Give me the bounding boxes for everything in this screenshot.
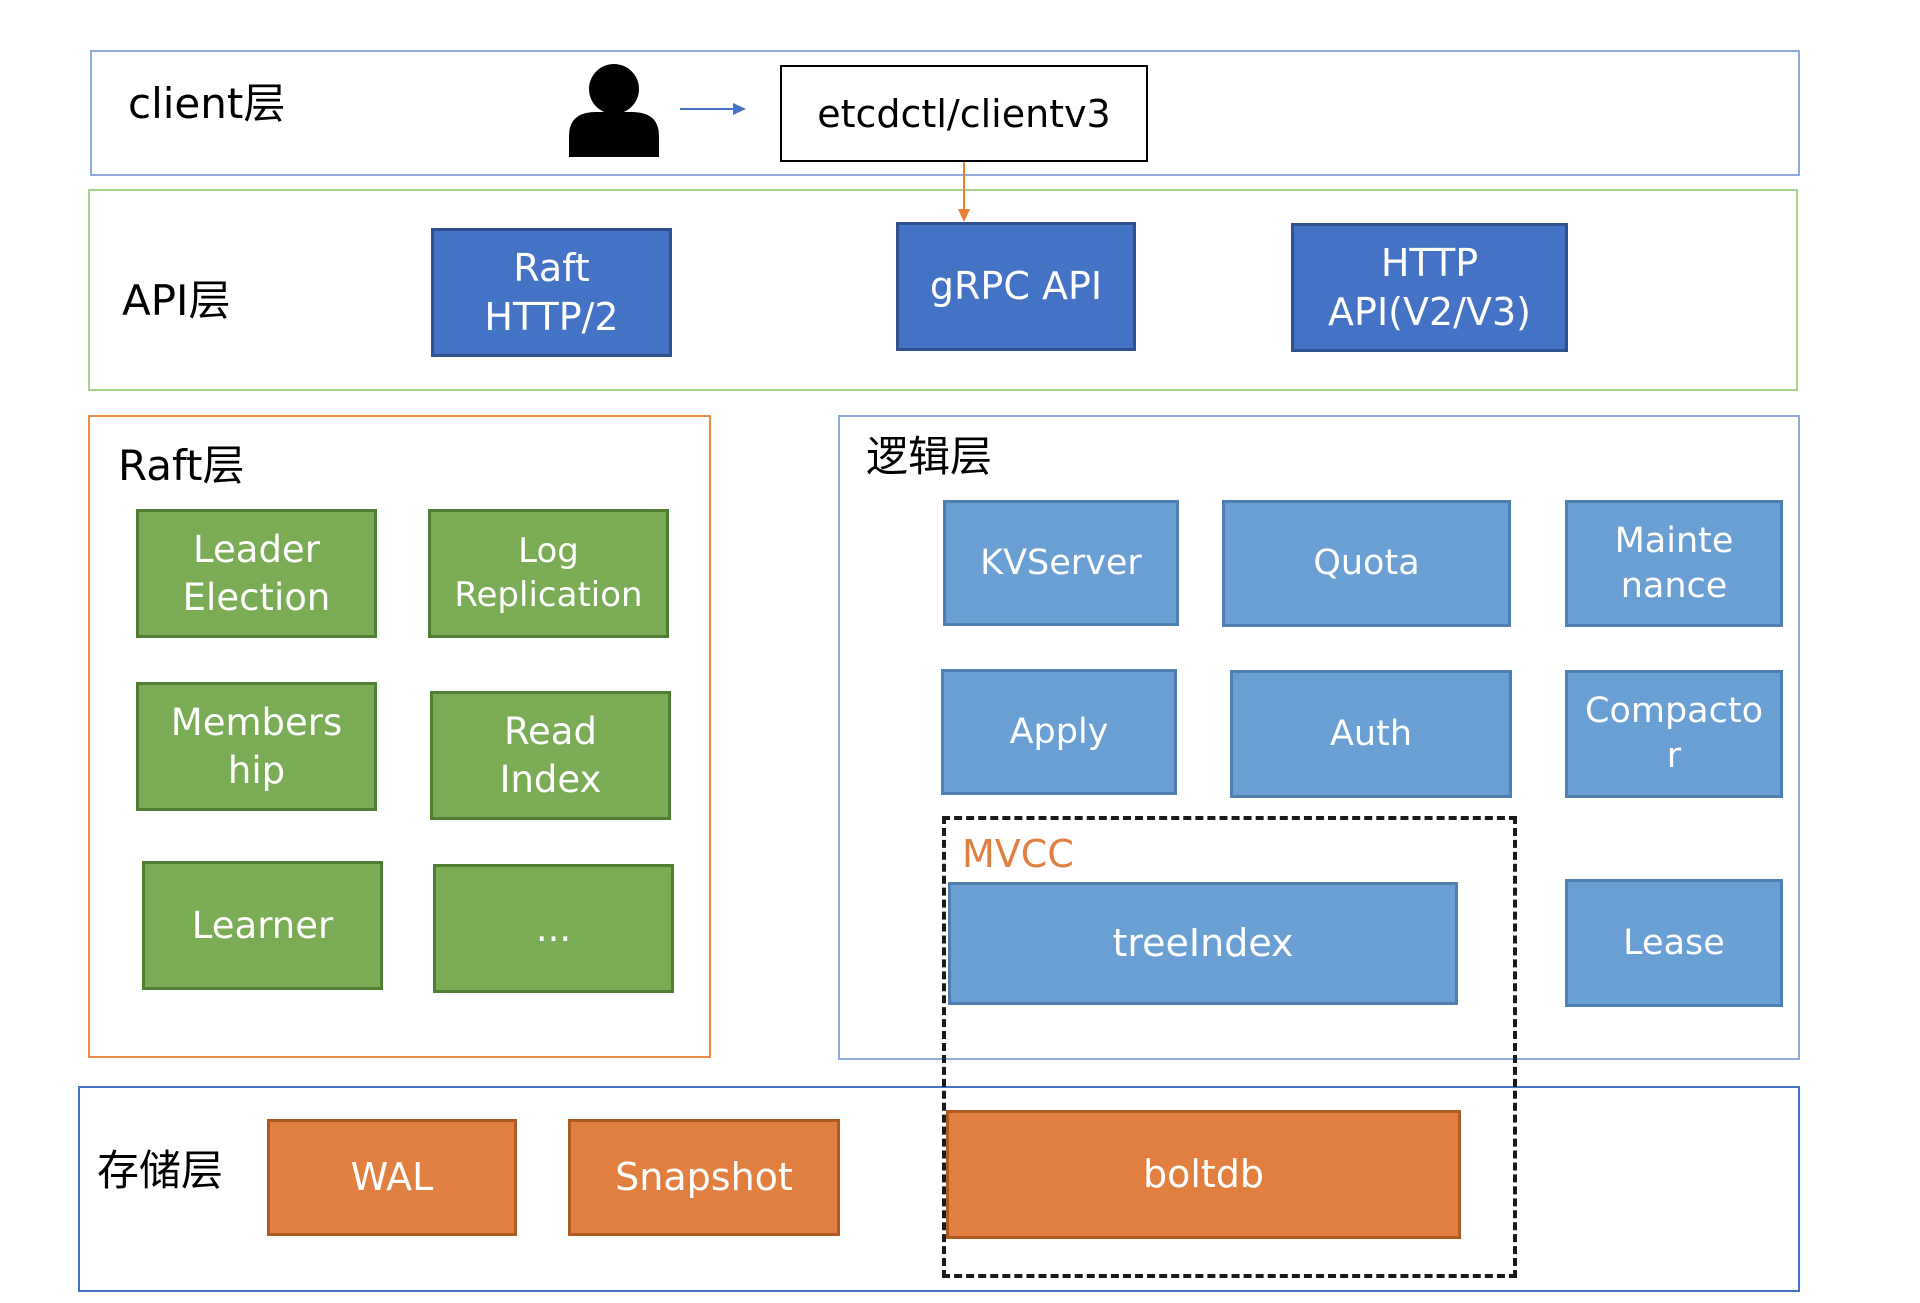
apply-box: Apply bbox=[941, 669, 1177, 795]
boltdb-box: boltdb bbox=[946, 1110, 1461, 1239]
log-replication-box: Log Replication bbox=[428, 509, 669, 638]
storage-layer-label: 存储层 bbox=[97, 1146, 224, 1195]
leader-election-box: Leader Election bbox=[136, 509, 377, 638]
compactor-box: Compacto r bbox=[1565, 670, 1783, 798]
membership-box: Members hip bbox=[136, 682, 377, 811]
api-layer-label: API层 bbox=[122, 276, 231, 325]
auth-box: Auth bbox=[1230, 670, 1512, 798]
http-api-box: HTTP API(V2/V3) bbox=[1291, 223, 1568, 352]
quota-box: Quota bbox=[1222, 500, 1511, 627]
wal-box: WAL bbox=[267, 1119, 517, 1236]
logic-layer-label: 逻辑层 bbox=[866, 432, 993, 481]
raft-http2-box: Raft HTTP/2 bbox=[431, 228, 672, 357]
kvserver-box: KVServer bbox=[943, 500, 1179, 626]
grpc-api-box: gRPC API bbox=[896, 222, 1136, 351]
learner-box: Learner bbox=[142, 861, 383, 990]
read-index-box: Read Index bbox=[430, 691, 671, 820]
client-tool-box: etcdctl/clientv3 bbox=[780, 65, 1148, 162]
maintenance-box: Mainte nance bbox=[1565, 500, 1783, 627]
more-box: ... bbox=[433, 864, 674, 993]
mvcc-frame bbox=[942, 816, 1517, 1278]
client-layer-label: client层 bbox=[128, 79, 286, 128]
raft-layer-label: Raft层 bbox=[118, 441, 245, 490]
snapshot-box: Snapshot bbox=[568, 1119, 840, 1236]
lease-box: Lease bbox=[1565, 879, 1783, 1007]
tree-index-box: treeIndex bbox=[948, 882, 1458, 1005]
mvcc-label: MVCC bbox=[962, 832, 1074, 876]
